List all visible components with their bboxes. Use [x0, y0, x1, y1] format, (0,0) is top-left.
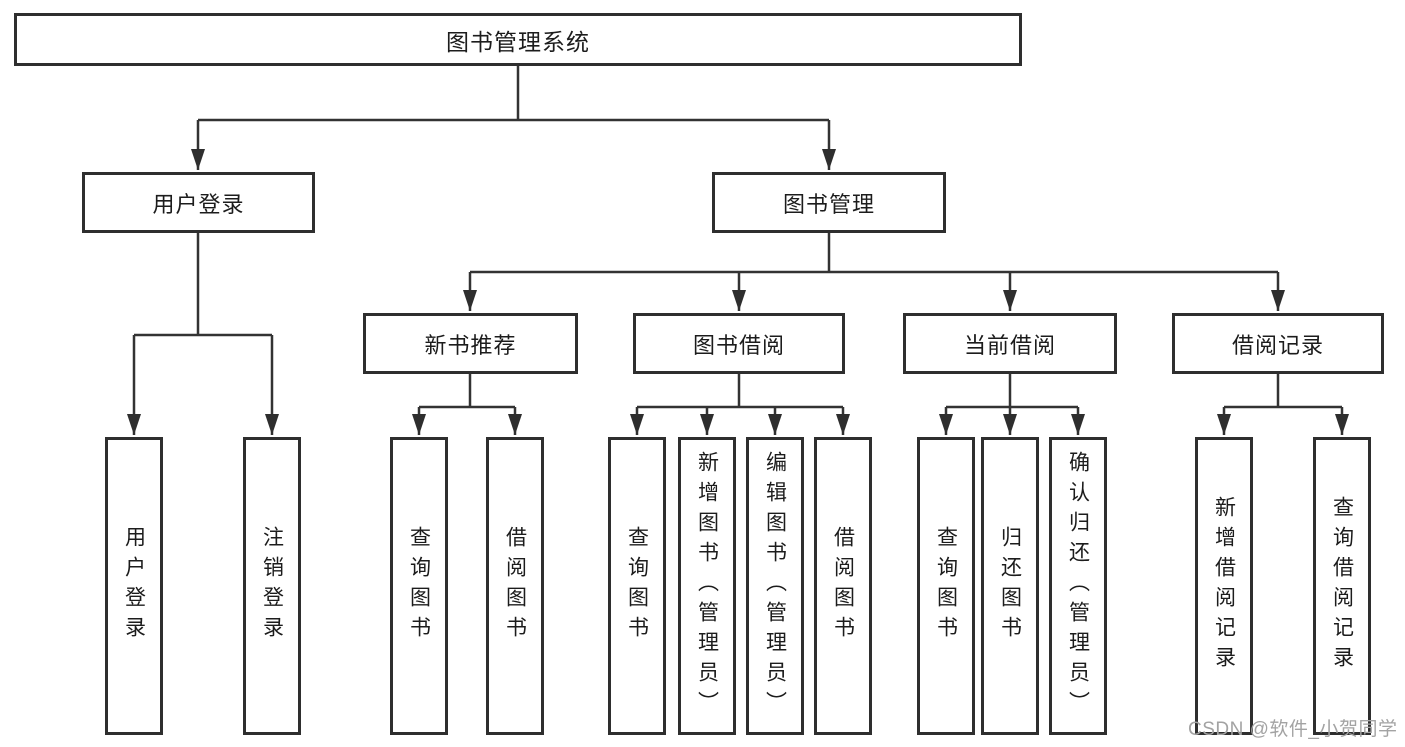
leaf-label: 借阅图书 — [831, 526, 855, 646]
node-book-borrow: 图书借阅 — [633, 313, 845, 374]
connector-userlogin-bus — [134, 233, 272, 337]
connector-root-bus — [198, 66, 829, 122]
node-label: 用户登录 — [152, 191, 245, 217]
connector-bookmgmt-bus — [470, 233, 1278, 274]
csdn-watermark: CSDN @软件_小贺同学 — [1188, 719, 1398, 740]
leaf-add-borrow-record: 新增借阅记录 — [1195, 437, 1253, 735]
leaf-label: 查询图书 — [625, 526, 649, 646]
leaf-edit-book-admin: 编辑图书（管理员） — [746, 437, 804, 735]
node-label: 借阅记录 — [1231, 332, 1324, 358]
leaf-label: 注销登录 — [260, 526, 284, 646]
connector-newbook-bus — [419, 374, 515, 409]
leaf-label: 用户登录 — [122, 526, 146, 646]
leaf-confirm-return-admin: 确认归还（管理员） — [1049, 437, 1107, 735]
node-label: 图书管理 — [782, 191, 875, 217]
leaf-logout: 注销登录 — [243, 437, 301, 735]
connector-current-bus — [946, 374, 1078, 409]
node-book-management: 图书管理 — [712, 172, 946, 233]
leaf-label: 确认归还（管理员） — [1066, 451, 1090, 721]
leaf-label: 新增图书（管理员） — [695, 451, 719, 721]
node-root-label: 图书管理系统 — [446, 28, 590, 55]
node-user-login: 用户登录 — [82, 172, 315, 233]
node-label: 新书推荐 — [424, 332, 517, 358]
leaf-label: 借阅图书 — [503, 526, 527, 646]
node-root: 图书管理系统 — [14, 13, 1022, 66]
leaf-borrow-books-recommend: 借阅图书 — [486, 437, 544, 735]
leaf-query-borrow-record: 查询借阅记录 — [1313, 437, 1371, 735]
leaf-query-books-current: 查询图书 — [917, 437, 975, 735]
connector-borrow-bus — [637, 374, 843, 409]
leaf-query-books-recommend: 查询图书 — [390, 437, 448, 735]
leaf-user-login: 用户登录 — [105, 437, 163, 735]
node-label: 图书借阅 — [692, 332, 785, 358]
leaf-label: 查询借阅记录 — [1330, 496, 1354, 676]
leaf-label: 查询图书 — [407, 526, 431, 646]
connector-records-bus — [1224, 374, 1342, 409]
node-label: 当前借阅 — [963, 332, 1056, 358]
leaf-return-book: 归还图书 — [981, 437, 1039, 735]
leaf-label: 新增借阅记录 — [1212, 496, 1236, 676]
leaf-query-books-borrow: 查询图书 — [608, 437, 666, 735]
node-current-borrow: 当前借阅 — [903, 313, 1117, 374]
leaf-label: 查询图书 — [934, 526, 958, 646]
node-borrow-records: 借阅记录 — [1172, 313, 1384, 374]
leaf-label: 归还图书 — [998, 526, 1022, 646]
leaf-label: 编辑图书（管理员） — [763, 451, 787, 721]
node-new-book-recommend: 新书推荐 — [363, 313, 578, 374]
leaf-borrow-books-borrow: 借阅图书 — [814, 437, 872, 735]
leaf-add-book-admin: 新增图书（管理员） — [678, 437, 736, 735]
